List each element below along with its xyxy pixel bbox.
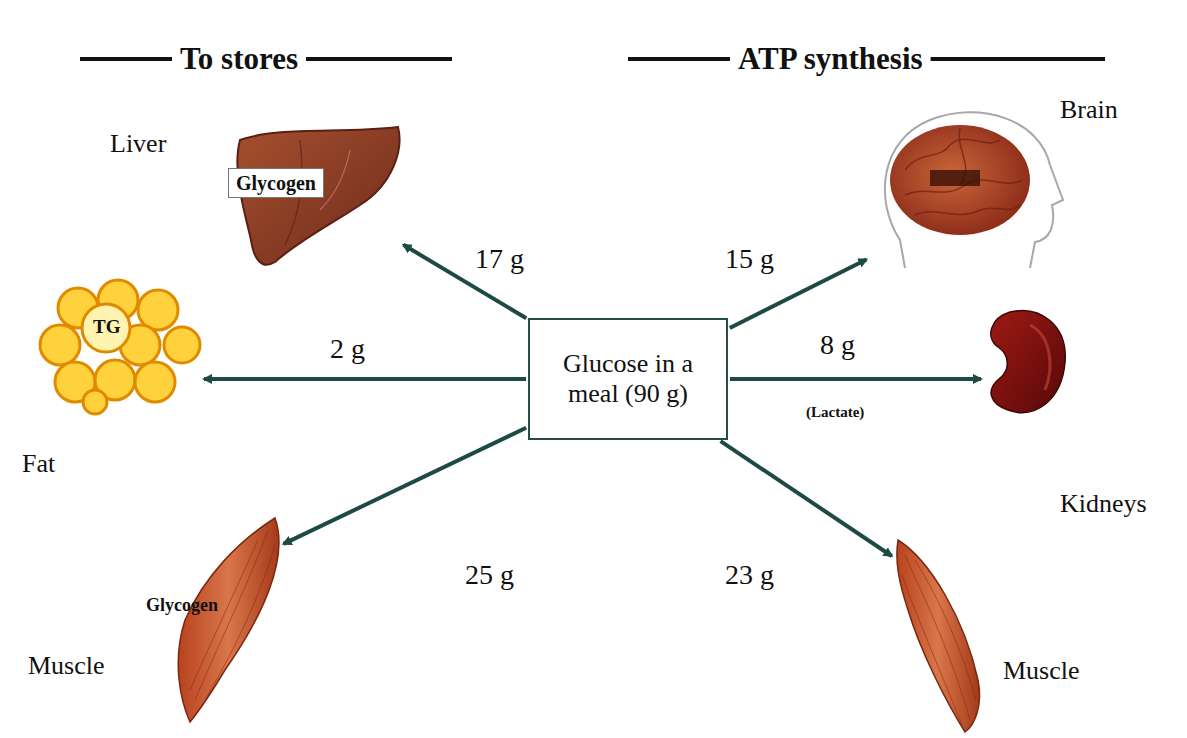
fat-tissue: TGFat	[40, 290, 200, 415]
store-label: TG	[93, 317, 120, 338]
section-heading: ATP synthesis	[738, 42, 923, 76]
heading-rule	[931, 57, 1105, 61]
organ-name: Muscle	[28, 652, 105, 681]
fat-cells-drawing	[40, 280, 200, 414]
kidney-drawing	[991, 311, 1065, 413]
brain-drawing	[885, 112, 1063, 268]
heading-rule	[628, 57, 730, 61]
brain-organ: Brain	[870, 115, 1060, 270]
flow-arrow	[204, 377, 526, 381]
section-heading: To stores	[180, 42, 298, 76]
amount-label: 23 g	[725, 560, 774, 591]
meal-text: Glucose in a meal (90 g)	[553, 349, 703, 409]
muscle-organ: Muscle	[895, 540, 985, 732]
store-label: Glycogen	[228, 168, 324, 198]
organ-name: Fat	[22, 450, 55, 479]
amount-label: 2 g	[330, 334, 365, 365]
flow-arrow	[284, 428, 527, 544]
muscle-organ: GlycogenMuscle	[160, 520, 280, 720]
organ-name: Kidneys	[1060, 490, 1147, 519]
meal-box: Glucose in a meal (90 g)	[528, 318, 728, 440]
kidney-organ: Kidneys	[985, 305, 1065, 417]
amount-label: 8 g	[820, 330, 855, 361]
flow-note: (Lactate)	[806, 404, 864, 421]
organ-name: Brain	[1060, 96, 1118, 125]
heading-rule	[80, 57, 172, 61]
amount-label: 25 g	[465, 560, 514, 591]
flow-arrow	[403, 245, 526, 318]
muscle-drawing	[178, 518, 279, 722]
flow-arrow	[730, 377, 981, 381]
amount-label: 15 g	[725, 244, 774, 275]
liver-organ: LiverGlycogen	[230, 120, 400, 265]
amount-label: 17 g	[475, 244, 524, 275]
heading-rule	[306, 57, 452, 61]
organ-name: Muscle	[1003, 657, 1080, 686]
organ-name: Liver	[110, 130, 166, 159]
muscle-drawing	[897, 540, 980, 732]
store-label: Glycogen	[146, 596, 218, 616]
flow-arrow	[721, 441, 892, 556]
